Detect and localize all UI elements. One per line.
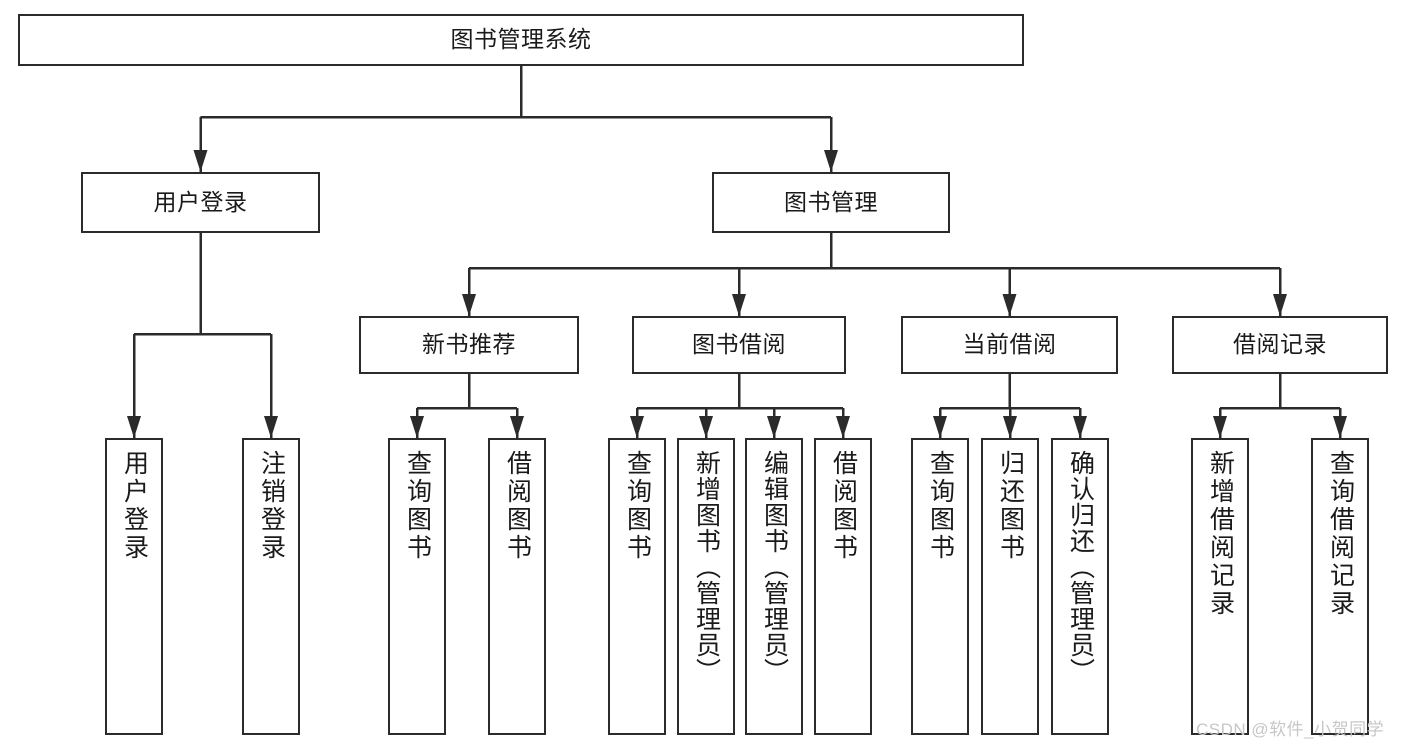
arrow-head-user-login: [193, 150, 208, 172]
node-label-leaf-query-book-2: 查询图书: [623, 450, 652, 562]
node-label-leaf-add-book: 新增图书（管理员）: [692, 450, 721, 684]
arrow-head-borrow-records: [1273, 294, 1287, 316]
arrow-head-leaf-borrow-book-1: [510, 416, 524, 438]
node-label-leaf-confirm-return: 确认归还（管理员）: [1066, 450, 1095, 684]
arrow-head-new-book-recommend: [462, 294, 476, 316]
node-leaf-query-book-1[interactable]: 查询图书: [388, 438, 446, 735]
arrow-head-leaf-return-book: [1003, 416, 1017, 438]
node-book-borrow[interactable]: 图书借阅: [632, 316, 846, 374]
arrow-head-book-management: [824, 150, 838, 172]
node-label-current-borrow: 当前借阅: [962, 331, 1057, 358]
node-leaf-borrow-book-2[interactable]: 借阅图书: [814, 438, 872, 735]
node-leaf-confirm-return[interactable]: 确认归还（管理员）: [1051, 438, 1109, 735]
arrow-head-leaf-add-record: [1213, 416, 1227, 438]
node-book-management[interactable]: 图书管理: [712, 172, 950, 233]
arrow-head-leaf-user-login: [127, 416, 141, 438]
node-label-borrow-records: 借阅记录: [1233, 331, 1327, 358]
node-label-book-borrow: 图书借阅: [692, 331, 786, 358]
node-label-leaf-user-login: 用户登录: [120, 450, 149, 562]
node-label-leaf-edit-book: 编辑图书（管理员）: [760, 450, 789, 684]
arrow-head-leaf-add-book: [699, 416, 713, 438]
node-label-root: 图书管理系统: [450, 26, 592, 53]
node-leaf-edit-book[interactable]: 编辑图书（管理员）: [745, 438, 803, 735]
node-leaf-logout[interactable]: 注销登录: [242, 438, 300, 735]
node-leaf-add-book[interactable]: 新增图书（管理员）: [677, 438, 735, 735]
node-user-login[interactable]: 用户登录: [81, 172, 320, 233]
node-label-new-book-recommend: 新书推荐: [422, 331, 516, 358]
arrow-head-leaf-edit-book: [767, 416, 781, 438]
node-leaf-return-book[interactable]: 归还图书: [981, 438, 1039, 735]
arrow-head-leaf-query-record: [1333, 416, 1347, 438]
node-label-leaf-query-record: 查询借阅记录: [1326, 450, 1355, 618]
node-label-leaf-logout: 注销登录: [257, 450, 286, 562]
node-label-book-management: 图书管理: [784, 188, 878, 215]
node-new-book-recommend[interactable]: 新书推荐: [359, 316, 579, 374]
node-leaf-add-record[interactable]: 新增借阅记录: [1191, 438, 1249, 735]
node-label-leaf-borrow-book-2: 借阅图书: [829, 450, 858, 562]
node-current-borrow[interactable]: 当前借阅: [901, 316, 1118, 374]
watermark-text: CSDN @软件_小贺同学: [1196, 720, 1385, 739]
node-label-leaf-return-book: 归还图书: [996, 450, 1025, 562]
node-leaf-borrow-book-1[interactable]: 借阅图书: [488, 438, 546, 735]
node-label-leaf-add-record: 新增借阅记录: [1206, 450, 1235, 618]
arrow-head-leaf-confirm-return: [1073, 416, 1087, 438]
arrow-head-leaf-logout: [264, 416, 278, 438]
node-label-leaf-borrow-book-1: 借阅图书: [503, 450, 532, 562]
node-borrow-records[interactable]: 借阅记录: [1172, 316, 1388, 374]
node-leaf-query-book-2[interactable]: 查询图书: [608, 438, 666, 735]
node-leaf-user-login[interactable]: 用户登录: [105, 438, 163, 735]
node-root[interactable]: 图书管理系统: [18, 14, 1024, 66]
node-leaf-query-book-3[interactable]: 查询图书: [911, 438, 969, 735]
arrow-head-leaf-borrow-book-2: [836, 416, 850, 438]
arrow-head-current-borrow: [1002, 294, 1017, 316]
node-label-leaf-query-book-1: 查询图书: [403, 450, 432, 562]
arrow-head-book-borrow: [732, 294, 746, 316]
arrow-head-leaf-query-book-3: [933, 416, 947, 438]
node-leaf-query-record[interactable]: 查询借阅记录: [1311, 438, 1369, 735]
arrow-head-leaf-query-book-1: [410, 416, 424, 438]
node-label-user-login: 用户登录: [153, 188, 248, 215]
arrow-head-leaf-query-book-2: [630, 416, 644, 438]
node-label-leaf-query-book-3: 查询图书: [926, 450, 955, 562]
